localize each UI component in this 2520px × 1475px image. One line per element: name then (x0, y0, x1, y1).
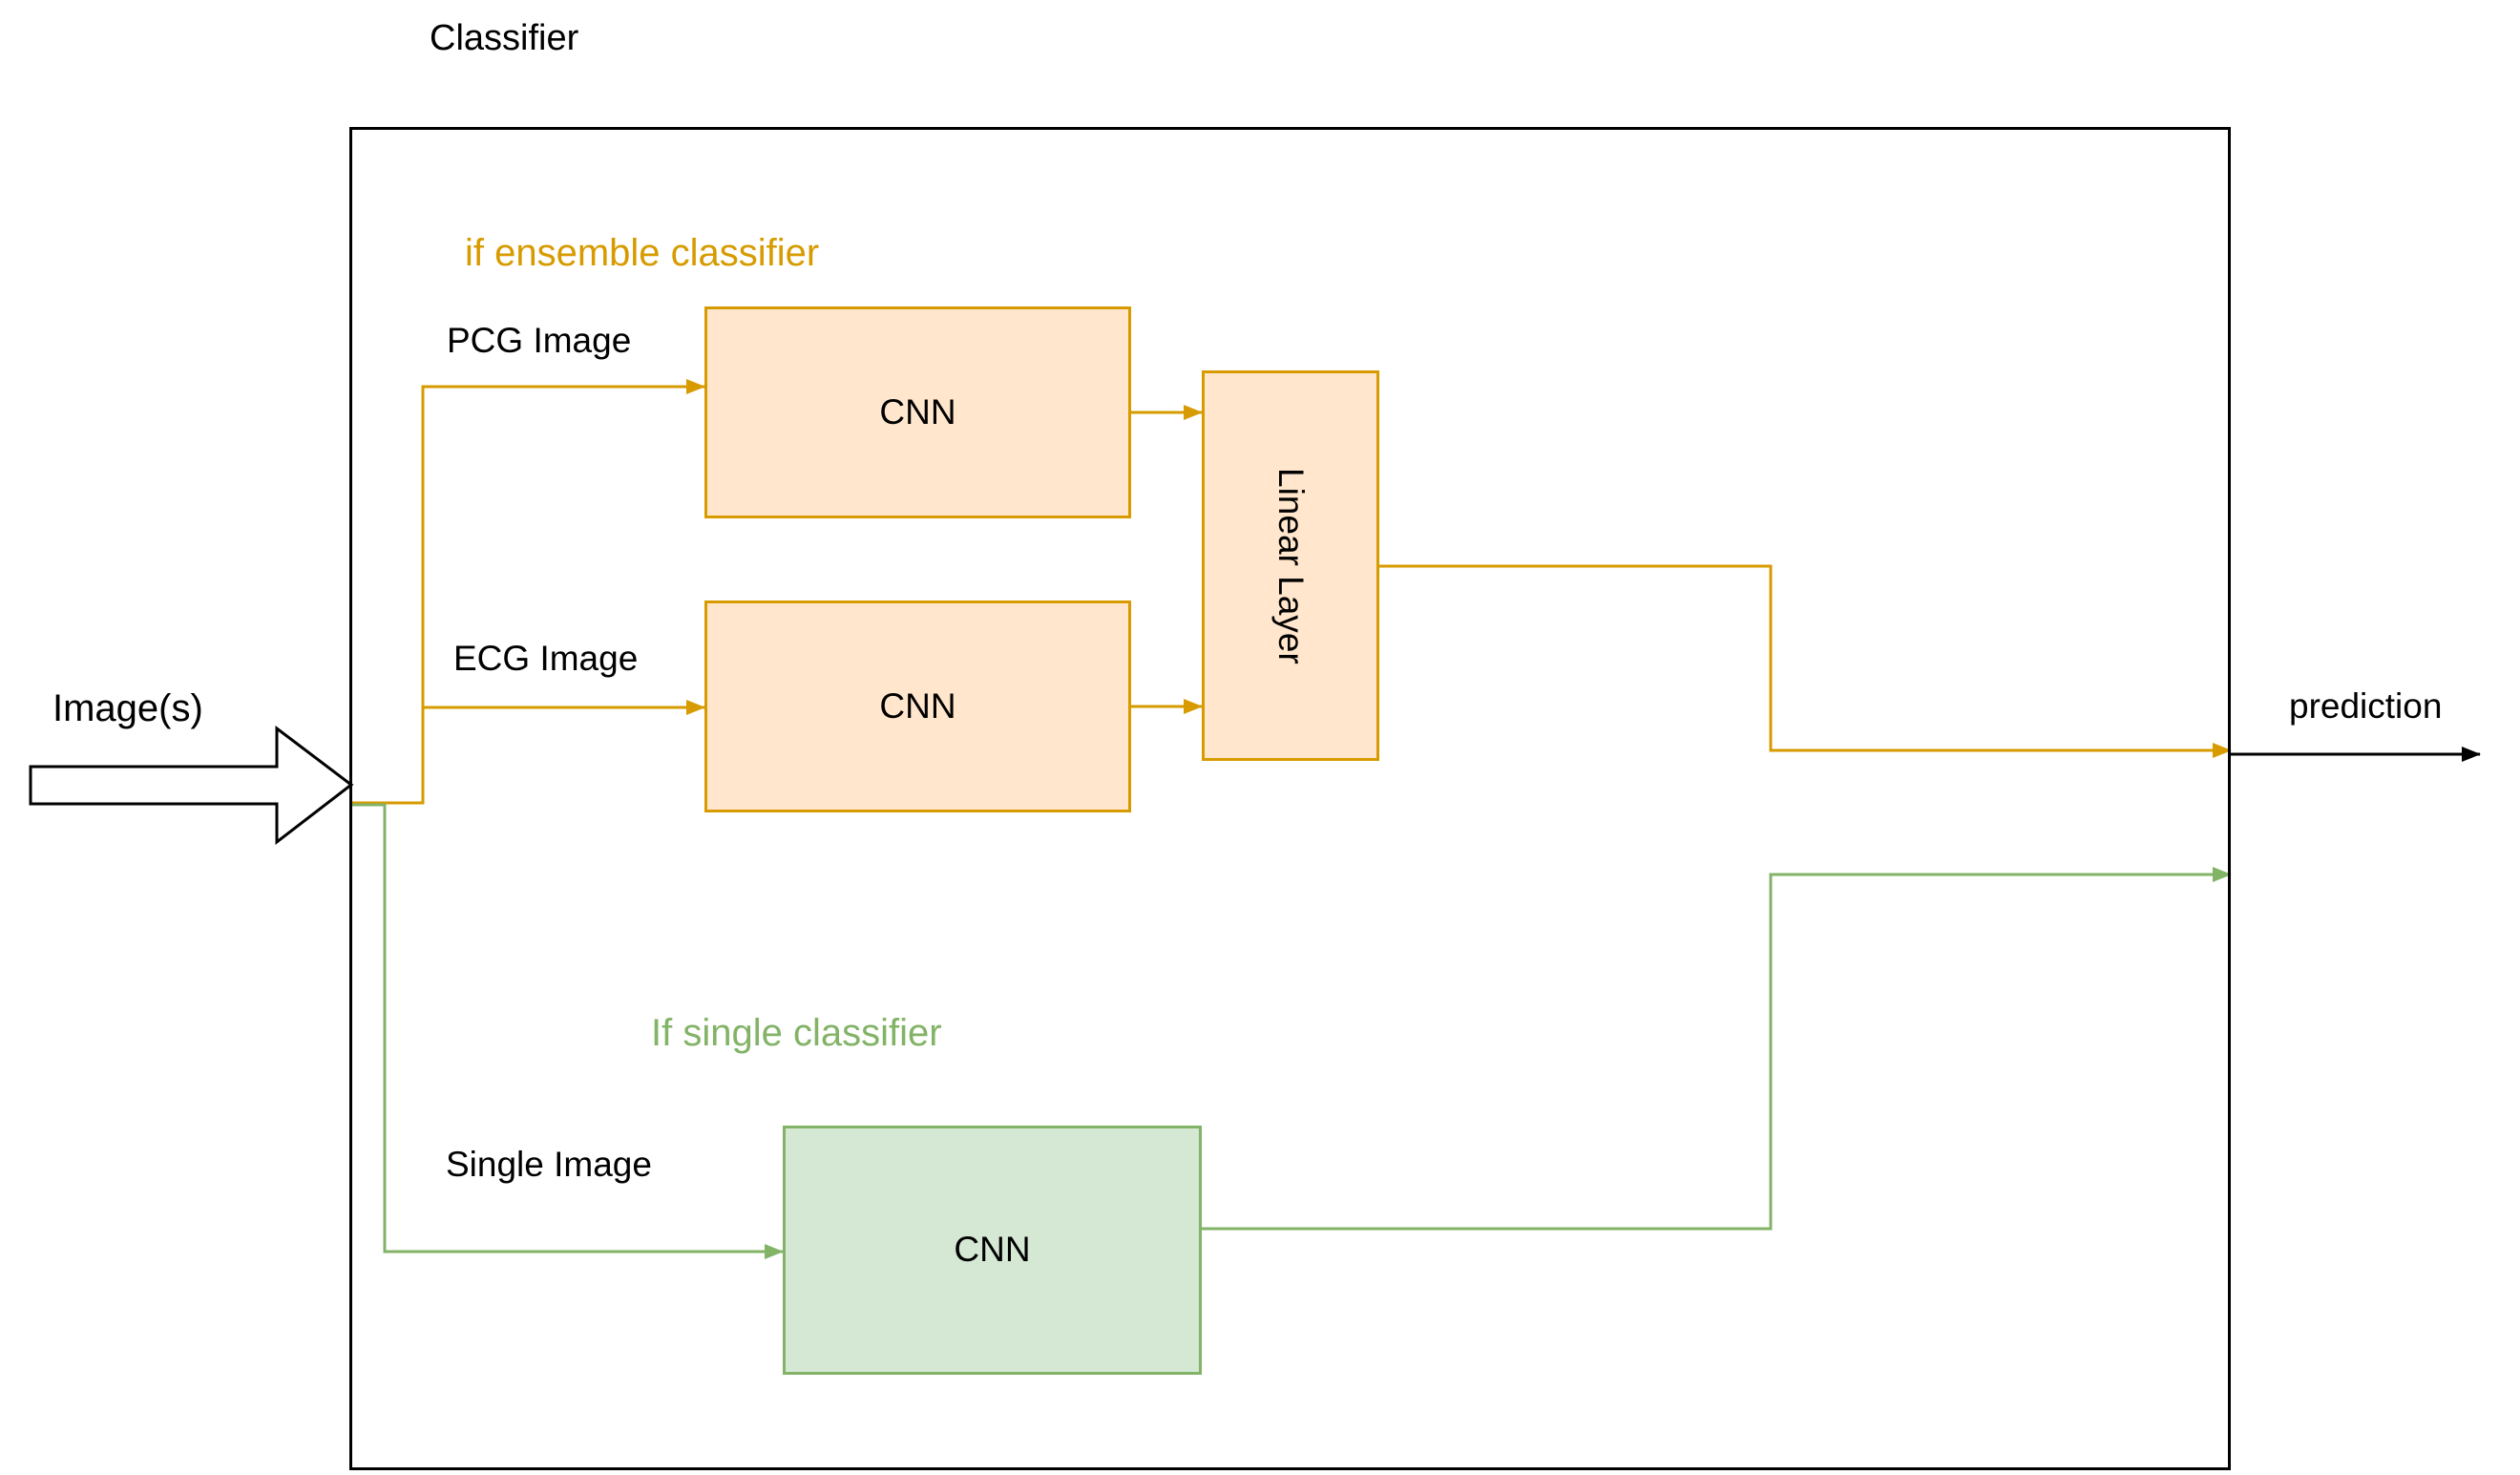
output-label: prediction (2289, 686, 2443, 726)
single-output-connector (1202, 867, 2232, 1231)
pcg-edge-label: PCG Image (447, 321, 632, 360)
ensemble-condition-label: if ensemble classifier (465, 232, 820, 274)
ecg-edge-label: ECG Image (453, 639, 639, 678)
pcg-input-connector (351, 379, 705, 805)
single-input-connector (351, 803, 784, 1259)
single-condition-label: If single classifier (651, 1012, 942, 1054)
input-label: Image(s) (52, 687, 203, 729)
cnn-single-label: CNN (954, 1230, 1031, 1270)
diagram-title: Classifier (430, 18, 579, 58)
cnn-ecg-label: CNN (879, 685, 956, 726)
cnn-pcg-label: CNN (879, 391, 956, 432)
cnn-ecg-node: CNN (704, 601, 1131, 812)
cnn-pcg-node: CNN (704, 306, 1131, 518)
cnn-single-node: CNN (783, 1126, 1202, 1375)
linear-output-connector (1379, 564, 2232, 758)
linear-layer-label: Linear Layer (1271, 467, 1312, 664)
classifier-boundary-box (349, 127, 2231, 1470)
linear-layer-node: Linear Layer (1202, 370, 1379, 761)
input-block-arrow (29, 725, 354, 846)
single-image-edge-label: Single Image (446, 1145, 652, 1184)
